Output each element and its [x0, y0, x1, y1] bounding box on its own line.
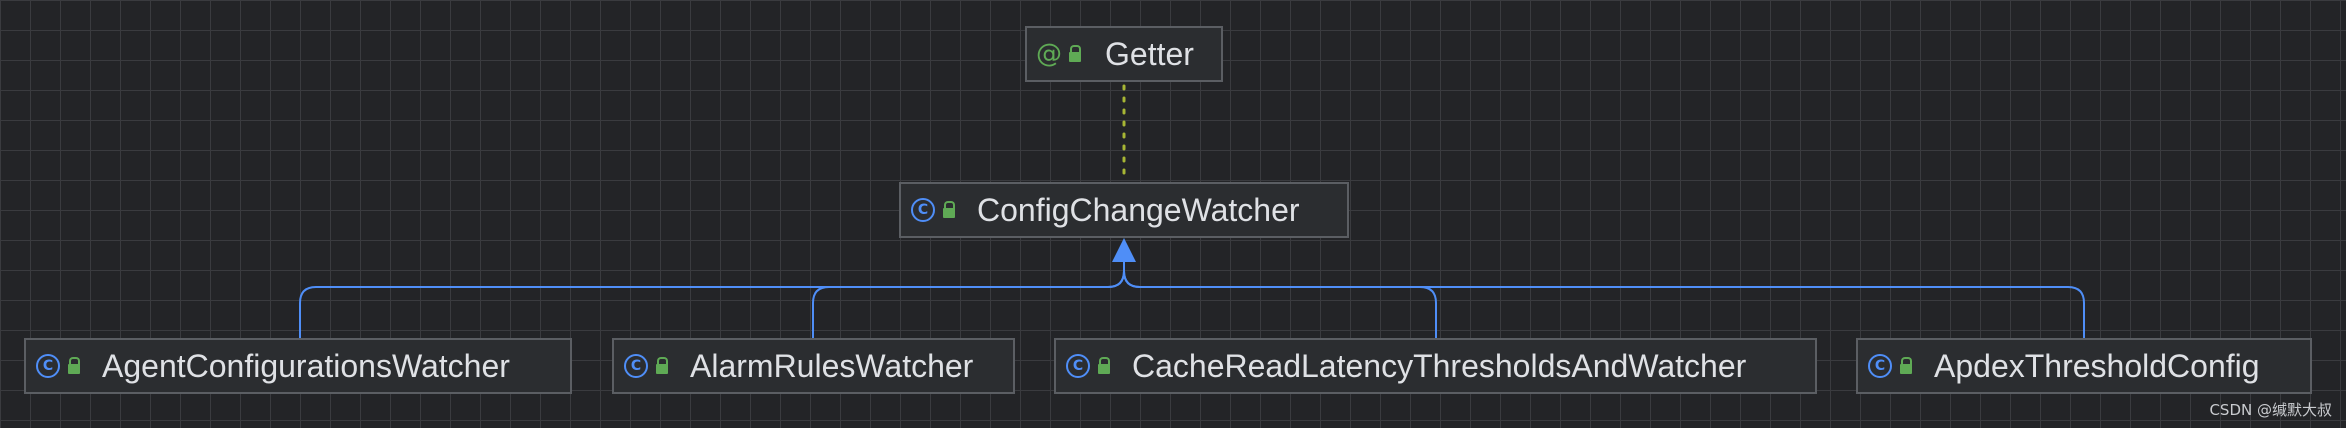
public-lock-icon — [1900, 357, 1912, 375]
class-c-icon: C — [911, 198, 935, 222]
node-alarm-rules-watcher[interactable]: C AlarmRulesWatcher — [612, 338, 1015, 394]
class-c-icon: C — [1868, 354, 1892, 378]
class-c-icon: C — [1066, 354, 1090, 378]
node-agent-configurations-watcher[interactable]: C AgentConfigurationsWatcher — [24, 338, 572, 394]
node-cache-read-latency-watcher[interactable]: C CacheReadLatencyThresholdsAndWatcher — [1054, 338, 1817, 394]
node-label: CacheReadLatencyThresholdsAndWatcher — [1132, 347, 1747, 384]
inheritance-arrowhead — [1112, 238, 1136, 262]
public-lock-icon — [68, 357, 80, 375]
edge-apdex-threshold-config — [1123, 270, 2085, 338]
public-lock-icon — [1069, 45, 1081, 63]
public-lock-icon — [1098, 357, 1110, 375]
class-c-icon: C — [36, 354, 60, 378]
edge-agent-configurations-watcher — [299, 270, 1125, 338]
node-getter[interactable]: @ Getter — [1025, 26, 1223, 82]
annotation-at-icon: @ — [1036, 39, 1062, 69]
node-config-change-watcher[interactable]: C ConfigChangeWatcher — [899, 182, 1349, 238]
public-lock-icon — [943, 201, 955, 219]
node-label: AlarmRulesWatcher — [690, 347, 974, 384]
node-apdex-threshold-config[interactable]: C ApdexThresholdConfig — [1856, 338, 2312, 394]
edge-alarm-rules-watcher — [812, 270, 1125, 338]
node-label: AgentConfigurationsWatcher — [102, 347, 510, 384]
node-label: ConfigChangeWatcher — [977, 191, 1300, 228]
node-label: ApdexThresholdConfig — [1934, 347, 2260, 384]
node-label: Getter — [1105, 35, 1194, 72]
class-c-icon: C — [624, 354, 648, 378]
public-lock-icon — [656, 357, 668, 375]
edge-cache-read-latency-watcher — [1123, 270, 1437, 338]
watermark: CSDN @缄默大叔 — [2209, 401, 2332, 419]
